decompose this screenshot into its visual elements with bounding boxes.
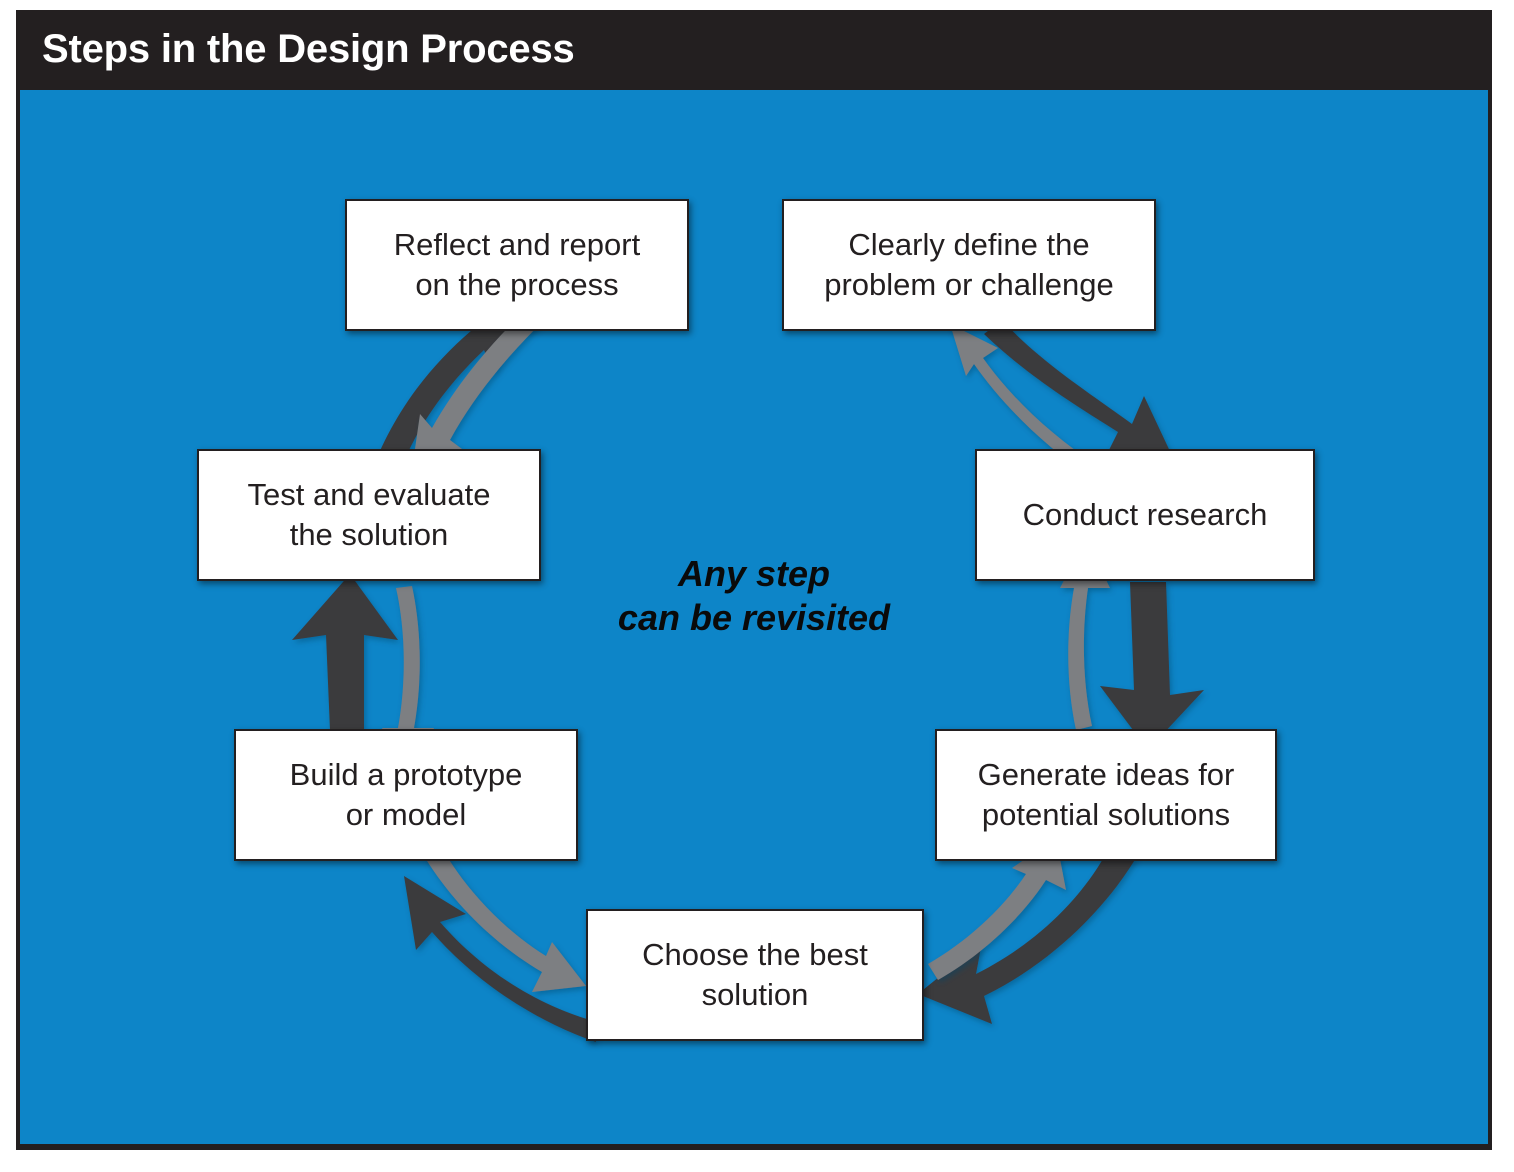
arrow-prototype-to-test bbox=[292, 574, 398, 730]
arrow-choose-to-generate-return bbox=[928, 838, 1066, 980]
arrow-research-to-generate bbox=[1100, 582, 1204, 750]
step-box-generate[interactable]: Generate ideas for potential solutions bbox=[935, 729, 1277, 861]
step-box-reflect[interactable]: Reflect and report on the process bbox=[345, 199, 689, 331]
step-box-test[interactable]: Test and evaluate the solution bbox=[197, 449, 541, 581]
arrow-generate-to-choose bbox=[918, 850, 1136, 1024]
arrow-layer bbox=[292, 308, 1204, 1042]
arrow-research-to-define-return bbox=[950, 324, 1086, 470]
step-box-define[interactable]: Clearly define the problem or challenge bbox=[782, 199, 1156, 331]
arrow-reflect-to-test-return bbox=[412, 308, 540, 470]
center-note: Any step can be revisited bbox=[617, 553, 891, 638]
page-title: Steps in the Design Process bbox=[42, 26, 575, 71]
step-label-reflect: Reflect and report on the process bbox=[393, 227, 641, 302]
step-label-define: Clearly define the problem or challenge bbox=[824, 227, 1114, 302]
arrow-define-to-research bbox=[984, 320, 1175, 462]
step-label-prototype: Build a prototype or model bbox=[289, 757, 523, 832]
step-label-test: Test and evaluate the solution bbox=[247, 477, 491, 552]
step-box-prototype[interactable]: Build a prototype or model bbox=[234, 729, 578, 861]
step-label-generate: Generate ideas for potential solutions bbox=[977, 757, 1235, 832]
arrow-test-to-reflect bbox=[376, 308, 520, 466]
arrow-prototype-to-choose-return bbox=[424, 848, 586, 992]
step-box-research[interactable]: Conduct research bbox=[975, 449, 1315, 581]
arrow-choose-to-prototype bbox=[404, 876, 596, 1042]
step-box-choose[interactable]: Choose the best solution bbox=[586, 909, 924, 1041]
diagram-canvas: Reflect and report on the process Clearl… bbox=[20, 90, 1488, 1144]
step-label-research: Conduct research bbox=[1022, 497, 1268, 533]
title-bar: Steps in the Design Process bbox=[16, 10, 1492, 88]
arrow-generate-to-research-return bbox=[1060, 538, 1110, 730]
step-label-choose: Choose the best solution bbox=[642, 937, 868, 1012]
